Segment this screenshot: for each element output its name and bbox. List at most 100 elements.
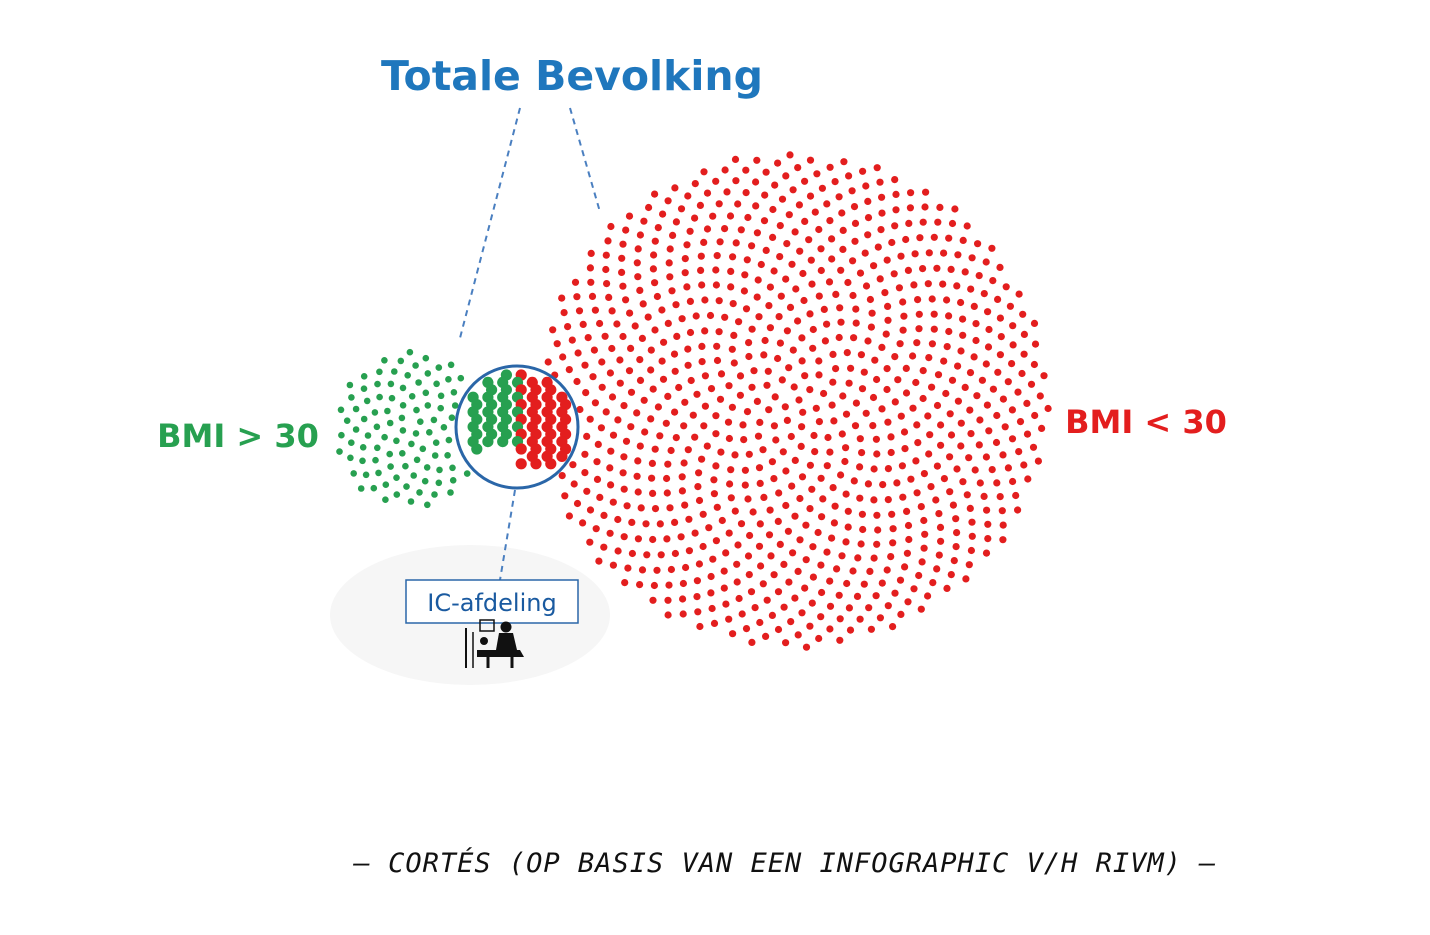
bmi-low-dot (722, 549, 730, 557)
bmi-low-dot (649, 535, 657, 544)
bmi-low-dot (891, 222, 899, 230)
bmi-low-dot (650, 251, 658, 259)
bmi-low-dot (826, 602, 835, 610)
bmi-low-dot (918, 558, 926, 566)
bmi-low-dot (587, 278, 595, 286)
bmi-low-dot (966, 504, 974, 512)
bmi-low-dot (921, 530, 929, 538)
bmi-high-dot (350, 470, 358, 477)
bmi-high-dot (374, 444, 381, 452)
bmi-low-dot (919, 218, 927, 226)
bmi-low-dot (797, 442, 805, 450)
bmi-low-dot (759, 446, 767, 454)
bmi-low-dot (1009, 341, 1017, 349)
bmi-low-dot (614, 547, 622, 555)
bmi-low-dot (945, 312, 953, 320)
ic-red-dot (545, 458, 557, 470)
bmi-low-dot (872, 435, 881, 443)
bmi-low-dot (1027, 380, 1036, 388)
bmi-low-dot (801, 372, 809, 380)
bmi-low-dot (768, 458, 777, 466)
bmi-low-dot (850, 334, 858, 342)
bmi-low-dot (876, 178, 884, 186)
bmi-low-dot (636, 231, 645, 239)
bmi-low-dot (933, 462, 942, 470)
bmi-low-dot (730, 331, 738, 339)
bmi-low-dot (619, 240, 627, 248)
bmi-high-dot (457, 374, 465, 382)
bmi-low-dot (755, 542, 764, 550)
bmi-low-dot (913, 489, 921, 497)
bmi-low-dot (782, 639, 790, 647)
bmi-low-dot (823, 548, 831, 556)
bmi-high-dot (449, 477, 457, 484)
bmi-low-dot (796, 494, 804, 503)
bmi-low-dot (764, 367, 772, 375)
bmi-low-dot (873, 450, 881, 458)
bmi-low-dot (713, 503, 721, 511)
bmi-low-dot (591, 399, 600, 407)
bmi-low-dot (859, 167, 867, 175)
bmi-high-dot (363, 397, 371, 405)
bmi-low-dot (753, 293, 761, 301)
bmi-low-dot (833, 565, 841, 573)
bmi-low-dot (864, 231, 872, 239)
bmi-low-dot (667, 446, 675, 455)
bmi-low-dot (971, 466, 979, 474)
bmi-low-dot (965, 454, 973, 462)
bmi-low-dot (701, 327, 709, 335)
bmi-low-dot (984, 308, 992, 316)
bmi-low-dot (806, 310, 814, 318)
bmi-low-dot (899, 298, 907, 306)
bmi-low-dot (839, 392, 847, 400)
bmi-low-dot (878, 209, 886, 217)
bmi-low-dot (581, 361, 589, 369)
bmi-low-dot (707, 572, 715, 581)
bmi-low-dot (826, 448, 834, 456)
bmi-high-dot (445, 436, 453, 444)
bmi-low-dot (817, 266, 825, 275)
bmi-low-dot (776, 339, 785, 347)
bmi-low-dot (607, 481, 615, 489)
bmi-low-dot (869, 393, 878, 402)
bmi-low-dot (776, 222, 784, 230)
bmi-low-dot (823, 320, 831, 328)
bmi-low-dot (889, 623, 897, 631)
bmi-low-dot (636, 376, 645, 384)
bmi-high-dot (407, 498, 415, 505)
bmi-low-dot (891, 176, 899, 184)
bmi-low-dot (796, 247, 804, 255)
bmi-low-dot (677, 205, 686, 213)
bmi-low-dot (1006, 302, 1015, 310)
bmi-low-dot (595, 557, 603, 565)
bmi-low-dot (802, 556, 810, 564)
bmi-low-dot (828, 235, 836, 243)
bmi-low-dot (851, 237, 859, 245)
bmi-low-dot (846, 626, 855, 634)
bmi-low-dot (791, 456, 799, 464)
bmi-low-dot (798, 423, 806, 431)
bmi-low-dot (994, 295, 1002, 303)
bmi-low-dot (783, 416, 792, 424)
bmi-low-dot (1014, 506, 1022, 514)
bmi-low-dot (982, 360, 990, 368)
bmi-low-dot (756, 520, 764, 528)
bmi-low-dot (1024, 475, 1032, 483)
bmi-low-dot (663, 535, 671, 543)
bmi-low-dot (641, 428, 649, 436)
ic-red-dot (515, 443, 527, 455)
ic-red-dot (515, 458, 527, 470)
bmi-high-dot (406, 348, 414, 356)
bmi-low-dot (897, 412, 905, 420)
bmi-low-dot (609, 431, 618, 439)
bmi-low-dot (726, 480, 734, 488)
bmi-low-dot (951, 205, 959, 213)
bmi-low-dot (774, 588, 783, 596)
bmi-low-dot (795, 396, 803, 404)
bmi-low-dot (715, 297, 723, 305)
bmi-low-dot (929, 579, 937, 587)
bmi-low-dot (884, 418, 892, 426)
bmi-low-dot (950, 557, 958, 565)
bmi-low-dot (755, 464, 764, 472)
bmi-low-dot (856, 463, 864, 471)
